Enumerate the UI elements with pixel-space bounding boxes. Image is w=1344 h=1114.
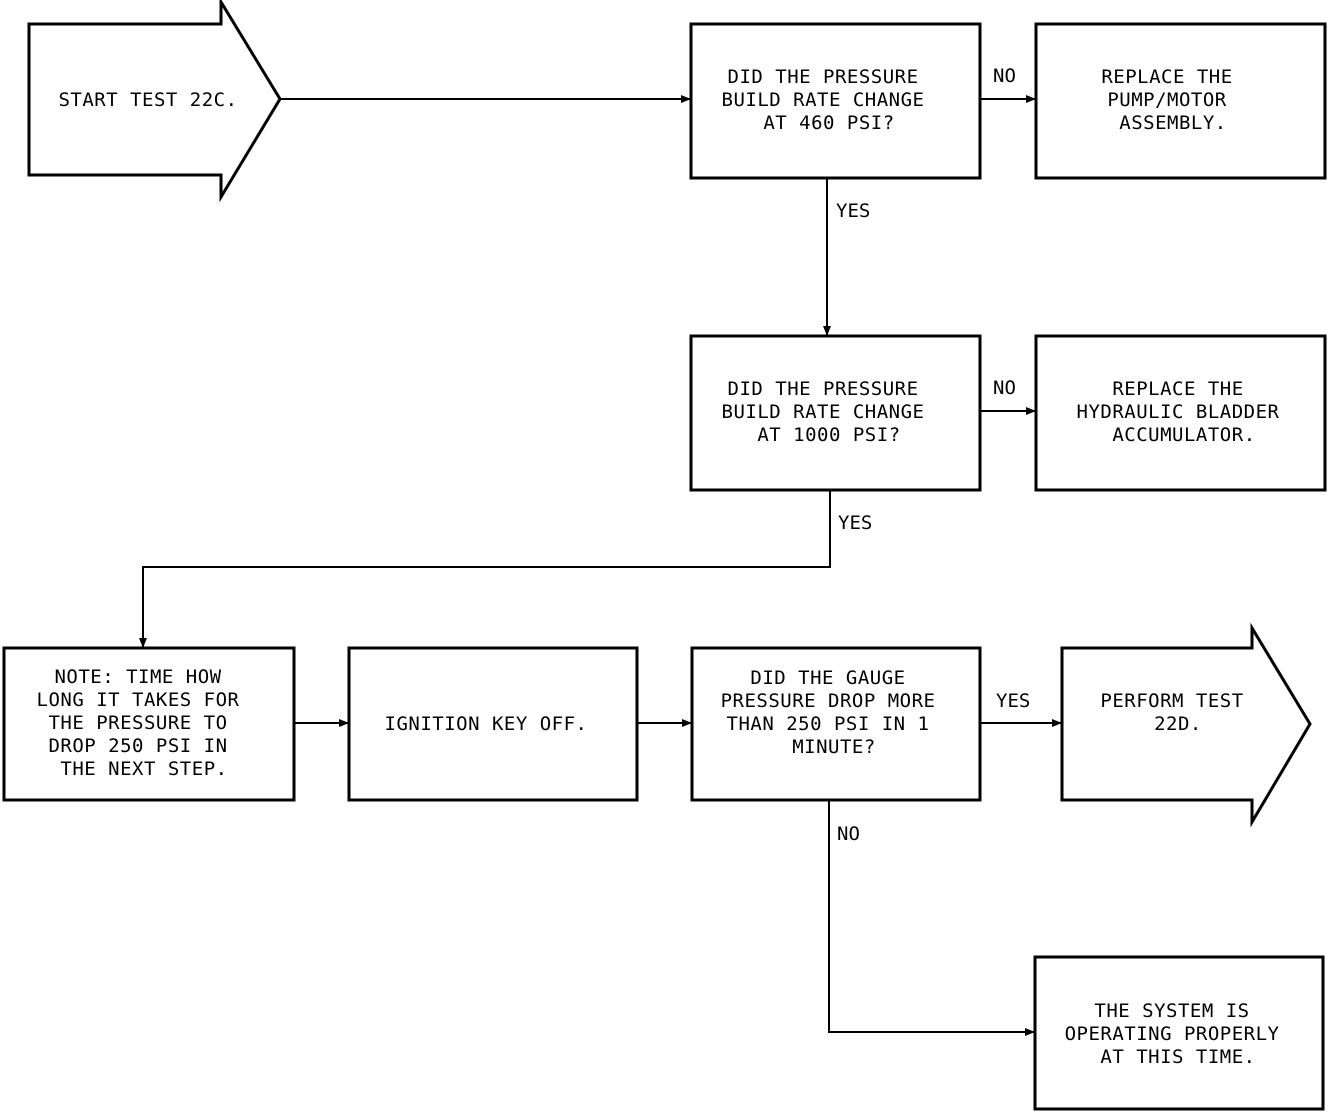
ignition-key-off-box — [347, 646, 639, 802]
perform-test-node: PERFORM TEST 22D. — [1060, 622, 1312, 828]
perform-test-arrow-shape — [1060, 622, 1312, 828]
replace-accumulator: REPLACE THE HYDRAULIC BLADDER ACCUMULATO… — [1034, 334, 1327, 492]
decision-1000-psi: DID THE PRESSURE BUILD RATE CHANGE AT 10… — [689, 334, 982, 492]
edge-q3-no — [828, 801, 1035, 1036]
edge-label-q1-yes: YES — [836, 200, 870, 222]
system-ok-box — [1033, 955, 1325, 1111]
start-node: START TEST 22C. — [27, 0, 282, 203]
decision-gauge-drop: DID THE GAUGE PRESSURE DROP MORE THAN 25… — [690, 646, 982, 802]
edge-label-q3-no: NO — [837, 823, 860, 845]
edge-label-q2-no: NO — [993, 377, 1016, 399]
decision-gauge-drop-box — [690, 646, 982, 802]
edge-label-q2-yes: YES — [838, 512, 872, 534]
replace-pump-motor-label: REPLACE THE PUMP/MOTOR ASSEMBLY. — [1101, 66, 1244, 134]
decision-1000-psi-box — [689, 334, 982, 492]
edge-label-q3-yes: YES — [996, 690, 1030, 712]
ignition-key-off-label: IGNITION KEY OFF. — [385, 713, 588, 735]
decision-460-psi-label: DID THE PRESSURE BUILD RATE CHANGE AT 46… — [722, 66, 937, 134]
start-node-label: START TEST 22C. — [58, 89, 237, 111]
note-box-label: NOTE: TIME HOW LONG IT TAKES FOR THE PRE… — [37, 666, 252, 780]
edge-q2-yes — [139, 490, 831, 648]
decision-460-psi: DID THE PRESSURE BUILD RATE CHANGE AT 46… — [689, 22, 982, 180]
connectors — [139, 95, 1062, 1036]
decision-460-psi-box — [689, 22, 982, 180]
replace-accumulator-box — [1034, 334, 1327, 492]
replace-accumulator-label: REPLACE THE HYDRAULIC BLADDER ACCUMULATO… — [1077, 378, 1292, 446]
note-box-shape — [2, 646, 296, 802]
perform-test-label: PERFORM TEST 22D. — [1100, 690, 1255, 735]
replace-pump-motor: REPLACE THE PUMP/MOTOR ASSEMBLY. — [1034, 22, 1327, 180]
system-ok: THE SYSTEM IS OPERATING PROPERLY AT THIS… — [1033, 955, 1325, 1111]
decision-1000-psi-label: DID THE PRESSURE BUILD RATE CHANGE AT 10… — [722, 378, 937, 446]
edge-label-q1-no: NO — [993, 65, 1016, 87]
replace-pump-motor-box — [1034, 22, 1327, 180]
system-ok-label: THE SYSTEM IS OPERATING PROPERLY AT THIS… — [1065, 1000, 1292, 1068]
edge-labels: NO YES NO YES YES NO — [836, 65, 1030, 845]
ignition-key-off: IGNITION KEY OFF. — [347, 646, 639, 802]
note-box: NOTE: TIME HOW LONG IT TAKES FOR THE PRE… — [2, 646, 296, 802]
start-arrow-shape — [27, 0, 282, 203]
decision-gauge-drop-label: DID THE GAUGE PRESSURE DROP MORE THAN 25… — [721, 667, 948, 758]
